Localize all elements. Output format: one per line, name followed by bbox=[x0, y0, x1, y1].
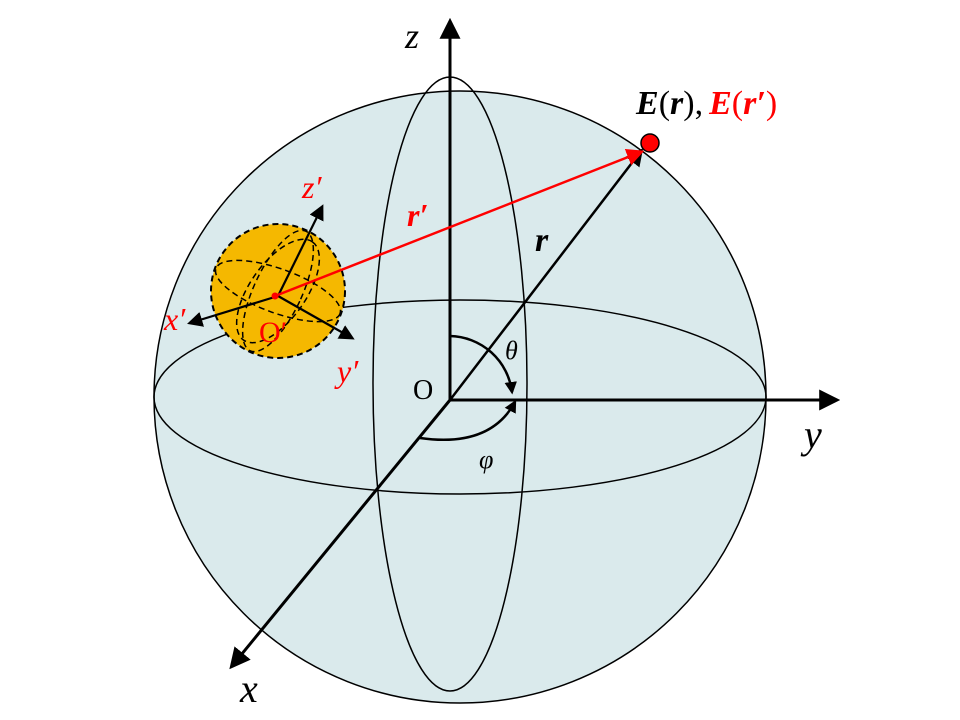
local-sphere bbox=[210, 223, 346, 359]
observation-point bbox=[640, 133, 660, 153]
field-e2: E bbox=[708, 85, 732, 122]
axis-x-label: x bbox=[239, 666, 258, 711]
field-sep: , bbox=[695, 85, 704, 122]
r-label: r bbox=[535, 222, 549, 259]
large-sphere bbox=[153, 90, 767, 704]
equator-ellipse bbox=[153, 299, 767, 495]
origin-label: O bbox=[413, 375, 433, 406]
local-x-axis bbox=[187, 294, 279, 327]
phi-label: φ bbox=[479, 445, 493, 474]
field-close: ) bbox=[683, 85, 694, 122]
axis-y-label: y bbox=[800, 412, 822, 457]
field-close2: ) bbox=[766, 85, 777, 122]
field-open2: ( bbox=[732, 85, 743, 122]
r-prime-vector bbox=[274, 148, 645, 298]
local-z-axis bbox=[277, 204, 324, 297]
local-y-axis bbox=[277, 295, 355, 340]
theta-label: θ bbox=[505, 336, 518, 365]
phi-arc bbox=[419, 399, 517, 442]
axis-z-label: z bbox=[404, 16, 419, 56]
theta-arc bbox=[449, 334, 517, 395]
field-r2: r′ bbox=[743, 85, 766, 122]
x-axis bbox=[229, 399, 452, 670]
local-origin-label: O′ bbox=[259, 316, 287, 349]
r-vector bbox=[449, 148, 644, 401]
field-r: r bbox=[670, 85, 684, 122]
local-z-label: z′ bbox=[301, 169, 322, 205]
local-y-label: y′ bbox=[334, 353, 359, 389]
field-open: ( bbox=[659, 85, 670, 122]
local-x-label: x′ bbox=[163, 301, 186, 337]
field-label: E(r),E(r′) bbox=[635, 85, 777, 122]
local-origin-dot bbox=[271, 292, 279, 300]
r-prime-label: r′ bbox=[407, 197, 428, 233]
field-e: E bbox=[635, 85, 659, 122]
